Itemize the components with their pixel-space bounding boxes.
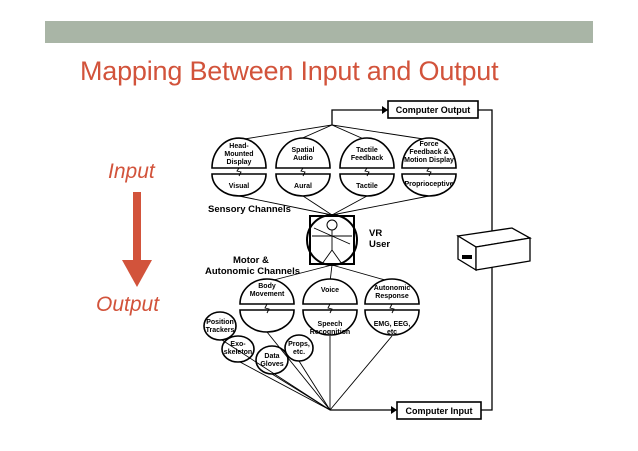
motor-2-line2: Response [375,293,409,300]
display-1-line1: Spatial [292,147,315,154]
computer-input-loop: Computer Input [330,400,493,420]
output-label: Output [96,293,160,316]
motor-unit-1: Voice Speech Recognition [302,278,358,336]
sense-1-label: Aural [294,183,312,190]
device-2-line1: Data [264,353,279,360]
motor-channels-label-2: Autonomic Channels [205,266,300,277]
device-1-line1: Exo- [230,341,246,348]
motor-0-line2: Movement [250,291,285,298]
motor-2-line1: Autonomic [374,285,411,292]
display-0-line2: Mounted [224,151,253,158]
sensory-channels-label: Sensory Channels [208,204,291,215]
sense-2-label: Tactile [356,183,378,190]
device-1-line2: skeleton [224,349,252,356]
motor-1-out2: Recognition [310,329,350,336]
computer-icon [456,227,532,272]
device-3-line2: etc. [293,349,305,356]
motor-1-out1: Speech [318,321,343,328]
computer-output-loop: Computer Output [331,100,493,400]
input-convergence-lines [221,331,393,411]
device-3-line1: Props, [288,341,310,348]
display-0-line3: Display [227,159,252,166]
device-0-line2: Trackers [206,327,235,334]
motor-unit-0: Body Movement [239,278,295,333]
display-0-line1: Head- [229,143,249,150]
computer-output-label: Computer Output [396,105,471,115]
computer-input-label: Computer Input [406,406,473,416]
vr-user-label-2: User [369,239,390,250]
header-bar [45,21,593,43]
vr-user-label-1: VR [369,228,382,239]
input-label: Input [108,160,155,183]
motor-1-line1: Voice [321,287,339,294]
sense-3-label: Proprioceptive [404,181,453,188]
display-3-line1: Force [419,141,438,148]
sense-0-label: Visual [229,183,250,190]
device-2-line2: Gloves [260,361,283,368]
device-0-line1: Position [206,319,234,326]
display-2-line1: Tactile [356,147,378,154]
display-unit-2: Tactile Feedback Tactile [339,137,395,197]
display-unit-0: Head- Mounted Display Visual [211,137,267,197]
sensory-convergence-lines [238,195,430,216]
motor-0-line1: Body [258,283,276,290]
motor-2-out1: EMG, EEG, [374,321,411,328]
motor-unit-2: Autonomic Response EMG, EEG, etc [364,278,420,336]
display-3-line2: Feedback & [409,149,448,156]
slide-title: Mapping Between Input and Output [80,56,499,86]
display-3-line3: Motion Display [404,157,454,164]
display-2-line2: Feedback [351,155,383,162]
motor-2-out2: etc [387,329,397,336]
vr-user-figure [306,214,358,266]
display-1-line2: Audio [293,155,313,162]
motor-channels-label-1: Motor & [233,255,269,266]
display-unit-3: Force Feedback & Motion Display Proprioc… [401,137,457,197]
input-to-output-arrow-icon [122,192,152,287]
display-fan-lines [237,124,431,141]
display-unit-1: Spatial Audio Aural [275,137,331,197]
